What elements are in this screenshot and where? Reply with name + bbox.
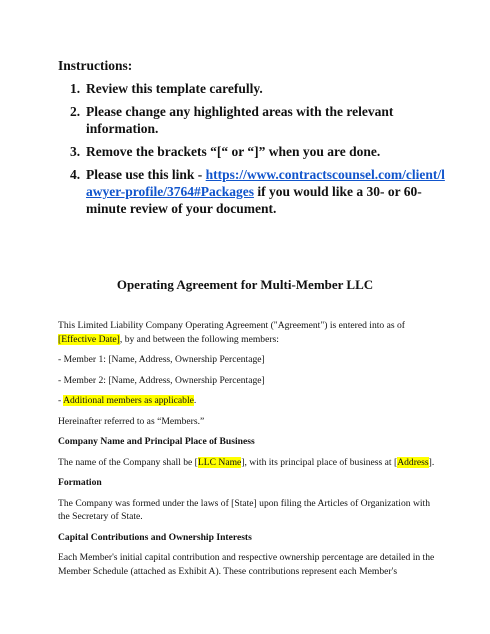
instruction-text: Review this template carefully. bbox=[86, 81, 263, 96]
address-field: Address bbox=[397, 456, 429, 468]
instruction-item-4: 4. Please use this link - https://www.co… bbox=[58, 166, 448, 217]
instruction-text-after: if you would like a 30- or 60-minute rev… bbox=[86, 184, 422, 216]
section-heading-capital: Capital Contributions and Ownership Inte… bbox=[58, 531, 252, 543]
intro-paragraph: This Limited Liability Company Operating… bbox=[58, 319, 438, 346]
instructions-heading: Instructions: bbox=[58, 58, 133, 73]
instruction-item-2: 2. Please change any highlighted areas w… bbox=[58, 103, 448, 137]
instruction-number: 2. bbox=[70, 104, 81, 119]
instruction-number: 4. bbox=[70, 167, 81, 182]
instruction-item-1: 1. Review this template carefully. bbox=[58, 80, 448, 97]
instruction-number: 1. bbox=[70, 81, 81, 96]
instruction-text-before: Please use this link - bbox=[86, 167, 206, 182]
additional-members-line: - Additional members as applicable. bbox=[58, 394, 438, 408]
bullet-suffix: . bbox=[193, 395, 197, 406]
intro-text: This Limited Liability Company Operating… bbox=[58, 320, 405, 331]
review-link[interactable]: https://www.contractscounsel.com/client/… bbox=[86, 167, 445, 199]
additional-members-field: Additional members as applicable bbox=[63, 395, 194, 406]
company-text: The name of the Company shall be [ bbox=[58, 456, 198, 468]
member-2-line: - Member 2: [Name, Address, Ownership Pe… bbox=[58, 374, 265, 386]
bullet-prefix: - bbox=[58, 395, 64, 406]
instruction-text: Remove the brackets “[“ or “]” when you … bbox=[86, 144, 381, 159]
member-1-line: - Member 1: [Name, Address, Ownership Pe… bbox=[58, 354, 265, 365]
instructions-list: 1. Review this template carefully. 2. Pl… bbox=[58, 80, 448, 223]
formation-paragraph: The Company was formed under the laws of… bbox=[58, 497, 431, 523]
company-text-mid: ], with its principal place of business … bbox=[241, 456, 398, 468]
company-name-paragraph: The name of the Company shall be [LLC Na… bbox=[58, 456, 438, 470]
llc-name-field: LLC Name bbox=[197, 456, 242, 468]
document-title: Operating Agreement for Multi-Member LLC bbox=[116, 277, 374, 292]
capital-paragraph: Each Member's initial capital contributi… bbox=[58, 552, 435, 577]
hereinafter-line: Hereinafter referred to as “Members.” bbox=[58, 415, 205, 427]
document-body: This Limited Liability Company Operating… bbox=[58, 319, 438, 585]
section-heading-company-name: Company Name and Principal Place of Busi… bbox=[58, 436, 255, 447]
intro-text-end: , by and between the following members: bbox=[119, 333, 279, 345]
company-text-end: ]. bbox=[428, 456, 435, 468]
effective-date-field: [Effective Date] bbox=[58, 333, 120, 345]
instruction-number: 3. bbox=[70, 144, 81, 159]
section-heading-formation: Formation bbox=[58, 477, 102, 488]
instruction-text: Please change any highlighted areas with… bbox=[86, 104, 394, 136]
instruction-item-3: 3. Remove the brackets “[“ or “]” when y… bbox=[58, 143, 448, 160]
